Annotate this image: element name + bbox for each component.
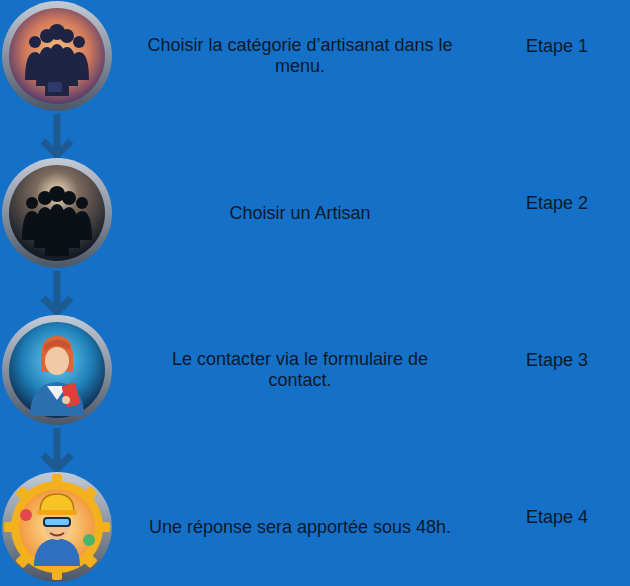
step-row: Choisir un Artisan Etape 2	[0, 157, 630, 269]
step-number: Etape 1	[507, 36, 607, 57]
step-description: Choisir la catégorie d’artisanat dans le…	[145, 35, 455, 77]
step-number: Etape 2	[507, 193, 607, 214]
step-row: Choisir la catégorie d’artisanat dans le…	[0, 0, 630, 112]
arrow-path	[43, 114, 71, 155]
flow-arrow	[43, 271, 71, 312]
flow-arrow	[43, 114, 71, 155]
step-number: Etape 4	[507, 507, 607, 528]
team-silhouette-icon	[2, 158, 112, 268]
step-description: Choisir un Artisan	[145, 203, 455, 224]
worker-gear-icon	[2, 472, 112, 582]
step-row: Le contacter via le formulaire de contac…	[0, 314, 630, 426]
step-number: Etape 3	[507, 350, 607, 371]
workers-icon	[2, 1, 112, 111]
flow-arrow	[43, 428, 71, 469]
step-row: Une réponse sera apportée sous 48h. Etape…	[0, 471, 630, 583]
step-description: Le contacter via le formulaire de contac…	[145, 349, 455, 391]
arrow-path	[43, 428, 71, 469]
contact-person-icon	[2, 315, 112, 425]
arrow-path	[43, 271, 71, 312]
step-description: Une réponse sera apportée sous 48h.	[145, 517, 455, 538]
